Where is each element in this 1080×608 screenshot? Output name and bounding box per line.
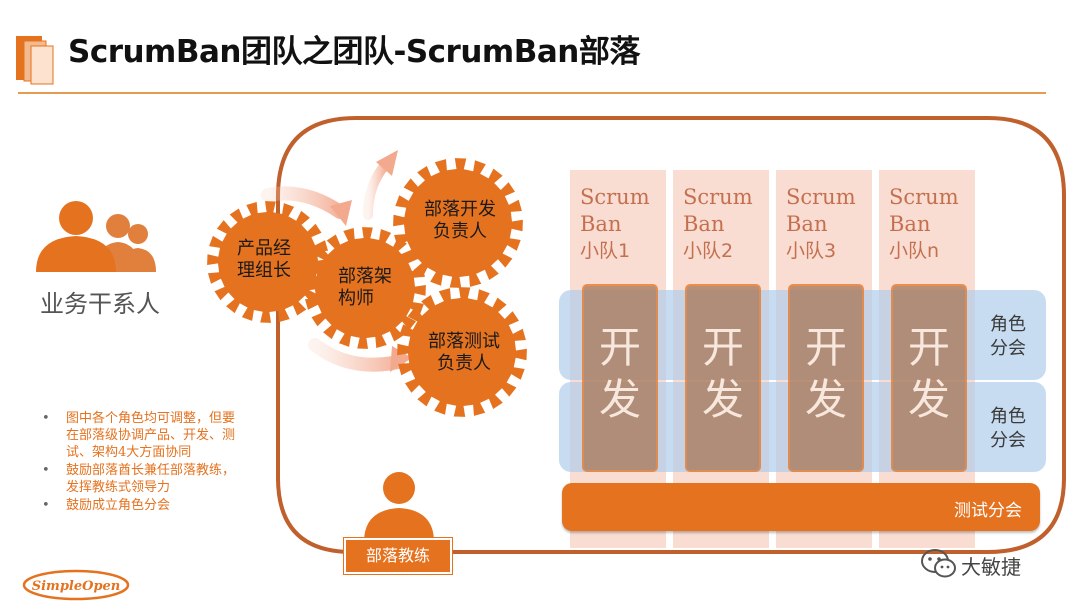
simpleopen-logo: SimpleOpen xyxy=(22,569,130,601)
role-group-label-2: 角色 分会 xyxy=(990,406,1026,451)
coach-person-icon xyxy=(364,472,434,542)
dev-label-team-2: 开 发 xyxy=(701,323,744,424)
gear-product-lead xyxy=(207,201,329,323)
people-group-icon xyxy=(36,201,156,272)
test-group-bar: 测试分会 xyxy=(562,483,1040,531)
gear-label-test-lead: 部落测试 负责人 xyxy=(428,331,500,374)
title-divider xyxy=(18,92,1046,94)
team-label-3: Scrum Ban 小队3 xyxy=(786,185,856,262)
gear-label-dev-lead: 部落开发 负责人 xyxy=(424,199,496,242)
dev-box-team-3 xyxy=(788,284,864,472)
team-label-1: Scrum Ban 小队1 xyxy=(580,185,650,262)
coach-label: 部落教练 xyxy=(344,538,452,574)
test-group-label: 测试分会 xyxy=(954,501,1022,521)
gear-label-product-lead: 产品经 理组长 xyxy=(237,238,291,281)
dev-label-team-n: 开 发 xyxy=(907,323,950,424)
stakeholders-label: 业务干系人 xyxy=(40,290,160,318)
wechat-icon xyxy=(921,549,956,578)
note-item: 鼓励成立角色分会 xyxy=(40,497,245,514)
title-logo-icon xyxy=(16,36,54,85)
gear-label-architect: 部落架 构师 xyxy=(338,266,392,309)
watermark-text: 大敏捷 xyxy=(961,555,1021,579)
role-group-label-1: 角色 分会 xyxy=(990,314,1026,359)
notes-list: 图中各个角色均可调整，但要在部落级协调产品、开发、测试、架构4大方面协同 鼓励部… xyxy=(40,410,245,515)
dev-label-team-3: 开 发 xyxy=(804,323,847,424)
gear-dev-lead xyxy=(393,158,523,288)
dev-label-team-1: 开 发 xyxy=(598,323,641,424)
page-title: ScrumBan团队之团队-ScrumBan部落 xyxy=(68,34,640,70)
dev-box-team-1 xyxy=(582,284,658,472)
team-label-2: Scrum Ban 小队2 xyxy=(683,185,753,262)
dev-box-team-n xyxy=(891,284,967,472)
simpleopen-logo-text: SimpleOpen xyxy=(32,579,121,594)
team-label-n: Scrum Ban 小队n xyxy=(889,185,959,262)
gear-test-lead xyxy=(397,287,527,417)
note-item: 鼓励部落酋长兼任部落教练，发挥教练式领导力 xyxy=(40,462,245,496)
gear-architect xyxy=(304,227,426,349)
dev-box-team-2 xyxy=(685,284,761,472)
note-item: 图中各个角色均可调整，但要在部落级协调产品、开发、测试、架构4大方面协同 xyxy=(40,410,245,461)
